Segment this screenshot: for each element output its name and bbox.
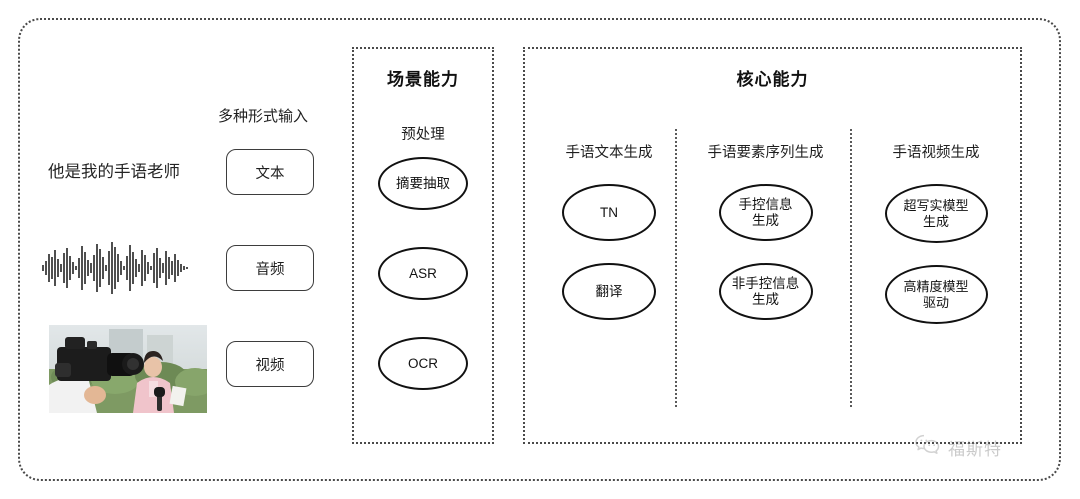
core-node-translation[interactable]: 翻译 bbox=[562, 263, 656, 320]
scene-node-summary[interactable]: 摘要抽取 bbox=[378, 157, 468, 210]
core-node-photoreal-model-label: 超写实模型生成 bbox=[903, 198, 969, 229]
core-node-tn[interactable]: TN bbox=[562, 184, 656, 241]
scene-capability-panel: 场景能力 预处理 摘要抽取 ASR OCR bbox=[352, 47, 494, 444]
input-chip-text-label: 文本 bbox=[255, 165, 285, 182]
watermark-text: 福斯特 bbox=[948, 440, 1002, 459]
core-column-2-header: 手语视频生成 bbox=[892, 145, 980, 161]
input-chip-audio[interactable]: 音频 bbox=[226, 245, 314, 291]
wechat-logo-icon bbox=[915, 434, 941, 461]
input-chip-video-label: 视频 bbox=[255, 357, 285, 374]
scene-node-summary-label: 摘要抽取 bbox=[396, 175, 450, 191]
input-chip-text[interactable]: 文本 bbox=[226, 149, 314, 195]
video-thumbnail-icon bbox=[49, 325, 207, 413]
core-column-element-sequence: 手语要素序列生成 手控信息生成 非手控信息生成 bbox=[681, 141, 850, 342]
core-column-divider-2 bbox=[850, 129, 852, 407]
core-node-tn-label: TN bbox=[600, 204, 618, 220]
scene-panel-subtitle: 预处理 bbox=[401, 127, 445, 143]
outer-dotted-frame bbox=[18, 18, 1061, 481]
core-column-text-generation: 手语文本生成 TN 翻译 bbox=[543, 141, 675, 342]
core-column-1-header: 手语要素序列生成 bbox=[707, 145, 824, 161]
core-node-manual-info-label: 手控信息生成 bbox=[738, 196, 793, 228]
multi-input-heading: 多种形式输入 bbox=[218, 108, 309, 125]
scene-node-asr-label: ASR bbox=[409, 265, 437, 281]
core-node-highprecision-model-label: 高精度模型驱动 bbox=[903, 279, 969, 310]
watermark: 福斯特 bbox=[915, 434, 1002, 461]
core-node-nonmanual-info-label: 非手控信息生成 bbox=[731, 275, 800, 307]
scene-node-asr[interactable]: ASR bbox=[378, 247, 468, 300]
scene-node-list: 摘要抽取 ASR OCR bbox=[354, 157, 492, 427]
scene-node-ocr[interactable]: OCR bbox=[378, 337, 468, 390]
scene-panel-title: 场景能力 bbox=[387, 70, 459, 89]
core-node-photoreal-model[interactable]: 超写实模型生成 bbox=[884, 184, 988, 243]
core-column-video-generation: 手语视频生成 超写实模型生成 高精度模型驱动 bbox=[856, 141, 1016, 346]
core-node-nonmanual-info[interactable]: 非手控信息生成 bbox=[718, 263, 813, 320]
input-chip-audio-label: 音频 bbox=[255, 261, 285, 278]
core-node-translation-label: 翻译 bbox=[595, 283, 623, 299]
core-column-0-header: 手语文本生成 bbox=[565, 145, 653, 161]
core-node-manual-info[interactable]: 手控信息生成 bbox=[718, 184, 813, 241]
sample-sentence-text: 他是我的手语老师 bbox=[48, 163, 180, 181]
core-capability-panel: 核心能力 手语文本生成 TN 翻译 手语要素序列生成 手控信息生成 非手控信息生… bbox=[523, 47, 1022, 444]
core-panel-title: 核心能力 bbox=[736, 70, 809, 89]
input-chip-video[interactable]: 视频 bbox=[226, 341, 314, 387]
core-node-highprecision-model[interactable]: 高精度模型驱动 bbox=[884, 265, 988, 324]
audio-waveform-icon bbox=[38, 240, 198, 296]
scene-node-ocr-label: OCR bbox=[408, 355, 438, 371]
core-column-divider-1 bbox=[675, 129, 677, 407]
